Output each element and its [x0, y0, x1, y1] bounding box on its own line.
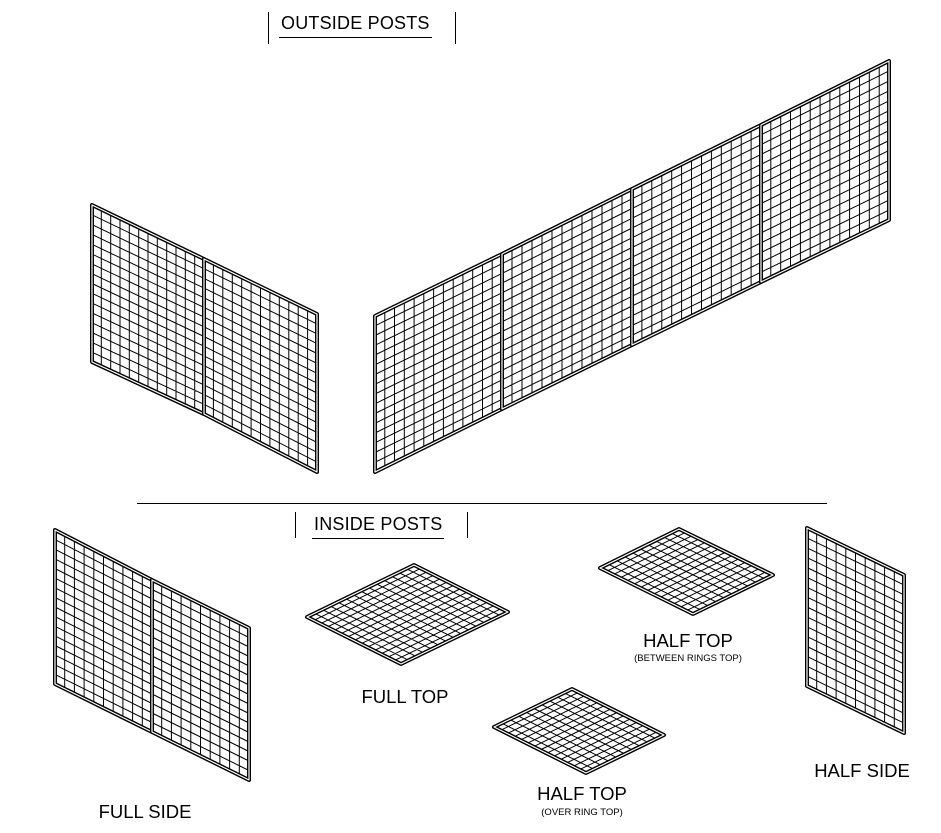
- full-side-panel-2-frame-highlight: [151, 579, 250, 781]
- outside-left-panel-1: [90, 203, 206, 416]
- outside-right-panel-2: [500, 187, 634, 411]
- half-top-over-label: HALF TOP: [537, 783, 627, 804]
- inside-posts-label: INSIDE POSTS: [312, 514, 445, 539]
- outside-right-panel-4-frame-highlight: [760, 60, 890, 283]
- outside-right-panel-1-wires: [374, 258, 503, 468]
- full-top-panel-wires: [313, 567, 502, 662]
- outside-right-panel-3: [630, 123, 763, 347]
- full-top-panel-frame-highlight: [306, 564, 509, 665]
- half-top-over-note: (OVER RING TOP): [541, 807, 623, 818]
- half-top-between-panel: [598, 527, 775, 616]
- outside-left-panel-1-wires: [91, 209, 205, 410]
- section-divider: [137, 503, 827, 505]
- outside-right-panel-4-wires: [760, 65, 890, 278]
- half-top-between-panel-frame-highlight: [599, 528, 774, 615]
- half-top-over-panel-wires: [500, 691, 658, 771]
- outside-left-panel-2-frame-highlight: [203, 258, 318, 473]
- half-side-label: HALF SIDE: [814, 760, 910, 781]
- half-top-between-label: HALF TOP: [643, 630, 733, 651]
- outside-right-panel-3-wires: [631, 129, 762, 341]
- full-side-panel-1-wires: [54, 535, 153, 728]
- outside-right-panel-1: [373, 252, 504, 474]
- half-side-panel-frame-highlight: [806, 527, 905, 734]
- outside-posts-heading: OUTSIDE POSTS: [279, 13, 432, 38]
- full-side-panel-2: [150, 578, 251, 782]
- outside-right-panel-4: [759, 59, 891, 284]
- heading-bar-right: [455, 12, 457, 44]
- outside-left-panel-2: [202, 257, 319, 474]
- inside-posts-heading: INSIDE POSTS: [312, 514, 445, 539]
- half-top-over-panel-frame-highlight: [493, 688, 665, 774]
- heading-bar-right: [467, 512, 469, 538]
- half-side-panel: [805, 526, 906, 735]
- outside-right-panel-2-wires: [501, 194, 633, 405]
- full-side-panel-2-wires: [151, 584, 250, 776]
- heading-bar-left: [295, 512, 297, 538]
- half-side-panel-wires: [806, 532, 905, 729]
- half-top-between-panel-wires: [606, 531, 767, 612]
- outside-left-panel-2-wires: [203, 263, 318, 468]
- half-top-between-note: (BETWEEN RINGS TOP): [634, 653, 742, 664]
- half-top-over-panel: [492, 687, 666, 775]
- heading-bar-left: [268, 12, 270, 44]
- full-top-label: FULL TOP: [361, 686, 449, 707]
- outside-posts-label: OUTSIDE POSTS: [279, 13, 432, 38]
- full-side-label: FULL SIDE: [98, 801, 192, 822]
- full-side-panel-1: [53, 528, 154, 734]
- full-top-panel: [305, 563, 510, 666]
